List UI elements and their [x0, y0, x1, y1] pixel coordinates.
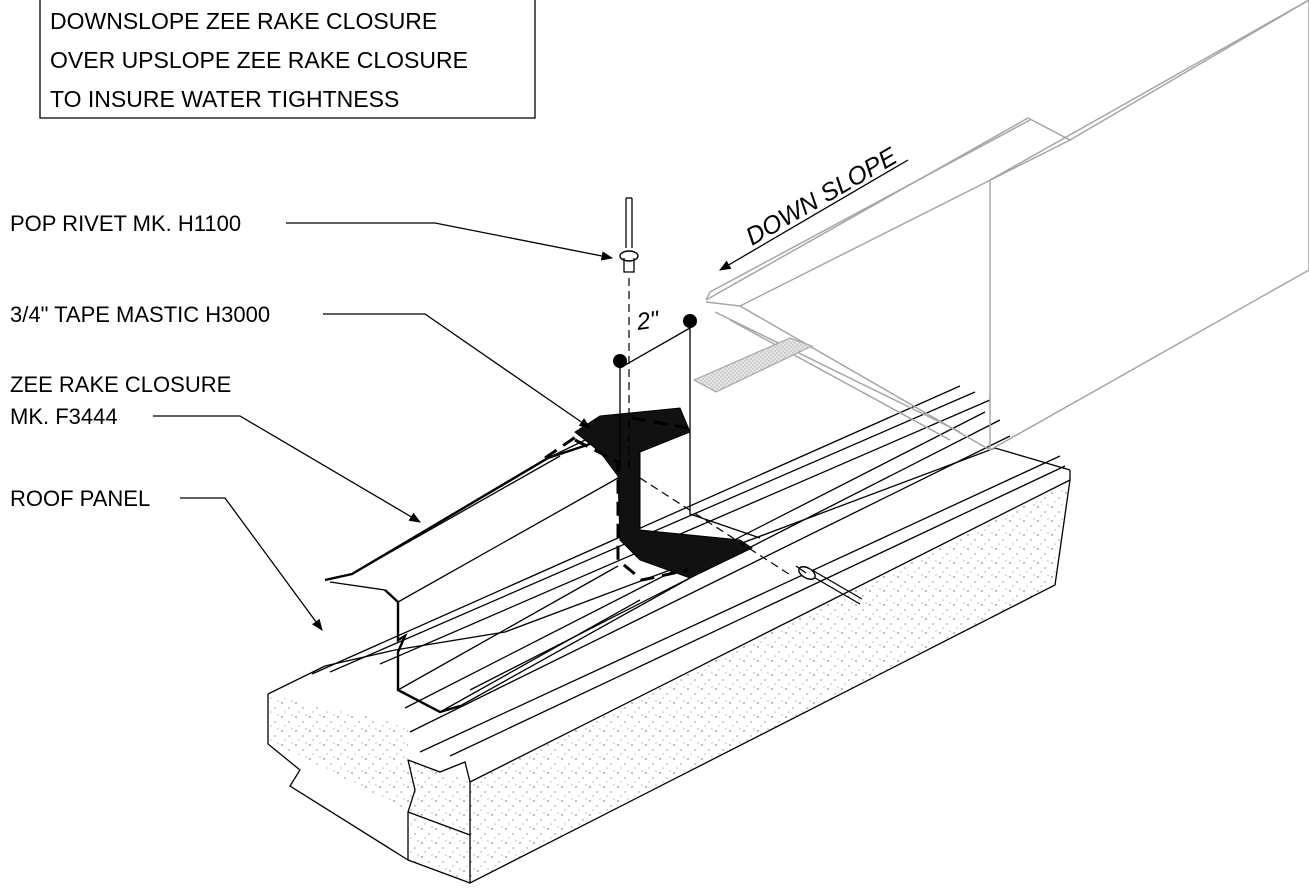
tape-mastic — [544, 407, 754, 582]
roof-panel — [267, 385, 1071, 885]
pop-rivet-top — [619, 197, 639, 273]
dimension-label: 2" — [634, 306, 662, 336]
callout-pop-rivet: POP RIVET MK. H1100 — [10, 211, 241, 236]
down-slope-indicator: DOWN SLOPE — [718, 142, 909, 271]
upslope-tape-mastic — [692, 337, 814, 393]
note-line-2: OVER UPSLOPE ZEE RAKE CLOSURE — [50, 47, 468, 73]
downslope-zee-closure — [692, 0, 1309, 451]
callout-roof-panel: ROOF PANEL — [10, 486, 150, 511]
leaders — [153, 222, 614, 631]
callout-zee-closure-line2: MK. F3444 — [10, 404, 118, 429]
roof-panel-core-front — [470, 480, 1070, 883]
zee-rake-closure — [324, 427, 761, 714]
callout-zee-closure-line1: ZEE RAKE CLOSURE — [10, 372, 231, 397]
dimension-2in: 2" — [613, 278, 793, 577]
note-box: DOWNSLOPE ZEE RAKE CLOSURE OVER UPSLOPE … — [39, 0, 536, 119]
callout-tape-mastic: 3/4" TAPE MASTIC H3000 — [10, 302, 270, 327]
note-line-3: TO INSURE WATER TIGHTNESS — [50, 86, 399, 112]
roof-panel-core-joint — [408, 760, 470, 883]
roof-panel-core-left — [268, 694, 408, 812]
note-line-1: DOWNSLOPE ZEE RAKE CLOSURE — [50, 8, 437, 34]
pop-rivet-side — [795, 565, 863, 605]
